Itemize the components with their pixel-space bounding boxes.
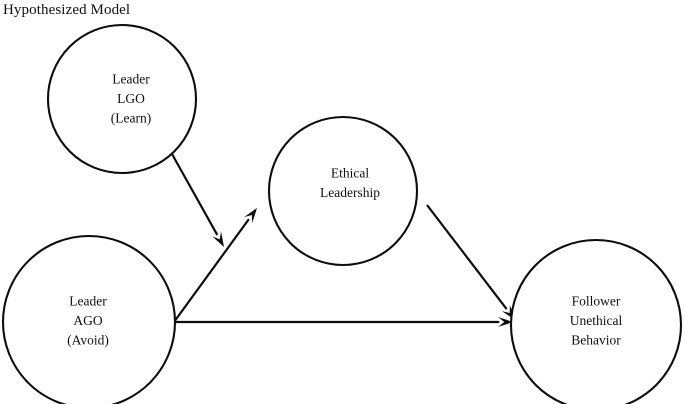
edge-ago-to-follower-behavior xyxy=(174,317,513,327)
leader-ago-node-circle xyxy=(1,234,177,404)
figure-title: Hypothesized Model xyxy=(3,2,131,18)
edge-lgo-moderates-ago-to-ethical-shaft xyxy=(171,153,219,236)
follower-unethical-behavior-node-circle xyxy=(509,238,683,404)
edge-ago-to-follower-behavior-arrowhead xyxy=(498,317,513,327)
edge-ethical-to-follower-behavior xyxy=(426,204,515,320)
leader-lgo-node-circle xyxy=(46,23,198,175)
ethical-leadership-node-circle xyxy=(267,115,419,267)
edge-ago-to-ethical-leadership xyxy=(173,208,257,323)
edge-lgo-moderates-ago-to-ethical xyxy=(171,153,224,247)
edge-lgo-moderates-ago-to-ethical-arrowhead xyxy=(212,231,224,247)
edges-layer xyxy=(171,153,515,327)
edge-ago-to-ethical-leadership-arrowhead xyxy=(244,208,257,224)
edge-ago-to-ethical-leadership-shaft xyxy=(173,218,250,323)
edge-ethical-to-follower-behavior-shaft xyxy=(426,204,508,310)
